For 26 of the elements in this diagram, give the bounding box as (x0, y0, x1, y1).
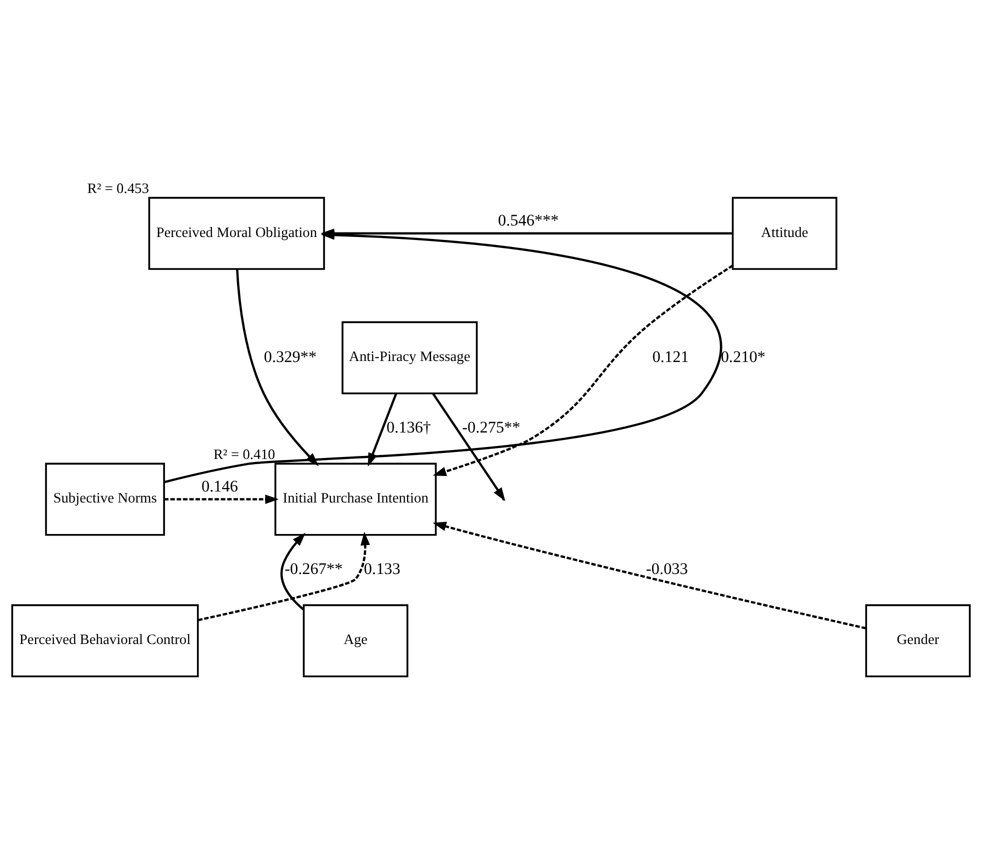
edge-label: 0.133 (364, 560, 400, 578)
arrow (164, 230, 721, 483)
edge-label: -0.033 (646, 560, 688, 578)
edge-label: 0.210* (720, 347, 766, 366)
edge-label: -0.267** (284, 560, 343, 578)
node-box: Perceived Behavioral Control (11, 604, 199, 677)
edge-label: 0.546*** (498, 211, 559, 230)
node-box: Subjective Norms (45, 462, 165, 536)
edge-label: 0.136† (386, 418, 432, 436)
node-box: Initial Purchase Intention (274, 462, 437, 536)
arrow (432, 521, 866, 629)
arrow (432, 264, 734, 476)
arrow (198, 531, 370, 621)
node-box: Age (302, 604, 408, 677)
node-label: R² = 0.453 (87, 180, 149, 197)
node-box: Perceived Moral Obligation (148, 196, 325, 270)
node-box: Attitude (732, 196, 838, 270)
edge-label: 0.146 (201, 477, 238, 496)
arrow (280, 532, 306, 610)
edge-label: 0.329** (264, 347, 317, 366)
edge-label: 0.121 (652, 347, 689, 366)
node-box: Gender (865, 604, 971, 677)
arrow (164, 494, 279, 504)
node-box: Anti-Piracy Message (342, 320, 478, 394)
node-label: R² = 0.410 (213, 446, 276, 463)
edge-label: -0.275** (462, 418, 520, 436)
